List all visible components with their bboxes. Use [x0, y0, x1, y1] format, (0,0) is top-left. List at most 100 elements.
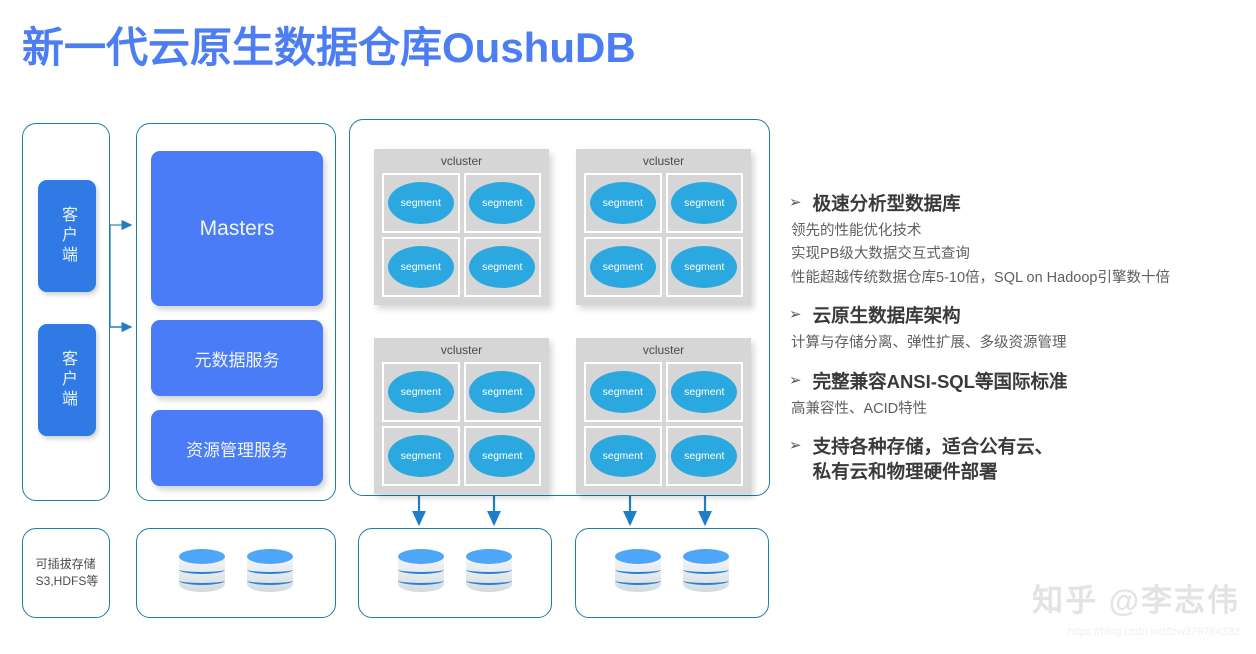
segment-node[interactable]: segment	[387, 246, 454, 288]
segment-cell[interactable]: segment	[584, 237, 662, 297]
segment-cell[interactable]: segment	[463, 362, 541, 422]
database-ring	[466, 565, 512, 574]
storage-label-line-1: 可插拔存储	[35, 556, 96, 571]
database-top	[683, 549, 729, 564]
database-ring	[615, 565, 661, 574]
segment-cell[interactable]: segment	[463, 173, 541, 233]
segment-node[interactable]: segment	[589, 182, 656, 224]
vcluster-label: vcluster	[440, 343, 483, 357]
database-ring	[466, 576, 512, 585]
segment-node[interactable]: segment	[671, 371, 738, 413]
database-pair	[576, 529, 768, 617]
feature-detail-lines: 高兼容性、ACID特性	[791, 398, 1249, 421]
segment-node[interactable]: segment	[589, 435, 656, 477]
metadata-service-box[interactable]: 元数据服务	[151, 320, 323, 396]
storage-group-2	[358, 528, 552, 618]
storage-label-line-2: S3,HDFS等	[35, 574, 99, 588]
feature-item-3: ➢ 支持各种存储，适合公有云、 私有云和物理硬件部署	[789, 435, 1249, 485]
segment-grid: segment segment segment segment	[382, 173, 541, 297]
feature-item-2: ➢ 完整兼容ANSI-SQL等国际标准 高兼容性、ACID特性	[789, 370, 1249, 421]
resource-management-service-box[interactable]: 资源管理服务	[151, 410, 323, 486]
segment-node[interactable]: segment	[469, 246, 536, 288]
feature-detail-lines: 领先的性能优化技术 实现PB级大数据交互式查询 性能超越传统数据仓库5-10倍，…	[791, 220, 1249, 290]
vcluster-label: vcluster	[642, 343, 685, 357]
segment-node[interactable]: segment	[387, 435, 454, 477]
database-top	[466, 549, 512, 564]
segment-cell[interactable]: segment	[382, 173, 460, 233]
database-ring	[398, 565, 444, 574]
feature-title: 完整兼容ANSI-SQL等国际标准	[812, 370, 1068, 392]
feature-title: 极速分析型数据库	[812, 193, 961, 214]
segment-node[interactable]: segment	[589, 371, 656, 413]
arrow-bullet-icon: ➢	[789, 371, 802, 389]
vcluster-2[interactable]: vcluster segment segment segment segment	[374, 338, 549, 494]
database-ring	[398, 576, 444, 585]
database-ring	[615, 576, 661, 585]
feature-heading: ➢ 云原生数据库架构	[789, 304, 1249, 329]
segment-node[interactable]: segment	[589, 246, 656, 288]
database-icon	[179, 549, 225, 597]
segment-cell[interactable]: segment	[665, 426, 743, 486]
feature-detail-line: 性能超越传统数据仓库5-10倍，SQL on Hadoop引擎数十倍	[791, 269, 1170, 286]
watermark-url: https://blog.csdn.net/lzw379784332	[1067, 626, 1240, 638]
client-box-1[interactable]: 客户端	[38, 180, 96, 292]
vcluster-0[interactable]: vcluster segment segment segment segment	[374, 149, 549, 305]
segment-cell[interactable]: segment	[382, 237, 460, 297]
storage-group-1	[136, 528, 336, 618]
segment-node[interactable]: segment	[387, 371, 454, 413]
masters-box[interactable]: Masters	[151, 151, 323, 306]
storage-group-3	[575, 528, 769, 618]
database-ring	[247, 576, 293, 585]
database-ring	[179, 576, 225, 585]
database-pair	[359, 529, 551, 617]
feature-heading: ➢ 支持各种存储，适合公有云、 私有云和物理硬件部署	[789, 435, 1249, 485]
segment-node[interactable]: segment	[387, 182, 454, 224]
database-icon	[398, 549, 444, 597]
segment-cell[interactable]: segment	[382, 426, 460, 486]
database-pair	[137, 529, 335, 617]
segment-node[interactable]: segment	[671, 435, 738, 477]
database-ring	[179, 565, 225, 574]
watermark: 知乎 @李志伟	[1032, 583, 1240, 618]
database-icon	[466, 549, 512, 597]
segment-cell[interactable]: segment	[382, 362, 460, 422]
vcluster-panel: vcluster segment segment segment segment…	[349, 119, 770, 496]
segment-cell[interactable]: segment	[584, 173, 662, 233]
pluggable-storage-label: 可插拔存储 S3,HDFS等	[34, 556, 99, 591]
pluggable-storage-label-panel: 可插拔存储 S3,HDFS等	[22, 528, 110, 618]
segment-cell[interactable]: segment	[665, 362, 743, 422]
client-box-2[interactable]: 客户端	[38, 324, 96, 436]
segment-cell[interactable]: segment	[463, 237, 541, 297]
arrow-bullet-icon: ➢	[789, 194, 802, 211]
segment-cell[interactable]: segment	[584, 362, 662, 422]
database-ring	[683, 576, 729, 585]
segment-node[interactable]: segment	[469, 371, 536, 413]
segment-node[interactable]: segment	[671, 246, 738, 288]
segment-cell[interactable]: segment	[665, 173, 743, 233]
database-top	[247, 549, 293, 564]
feature-item-1: ➢ 云原生数据库架构 计算与存储分离、弹性扩展、多级资源管理	[789, 304, 1249, 355]
feature-title: 云原生数据库架构	[812, 305, 961, 327]
feature-detail-line: 实现PB级大数据交互式查询	[791, 246, 970, 263]
segment-cell[interactable]: segment	[463, 426, 541, 486]
segment-grid: segment segment segment segment	[382, 362, 541, 486]
feature-detail-line: 计算与存储分离、弹性扩展、多级资源管理	[791, 335, 1067, 352]
database-top	[398, 549, 444, 564]
vcluster-1[interactable]: vcluster segment segment segment segment	[576, 149, 751, 305]
feature-heading: ➢ 完整兼容ANSI-SQL等国际标准	[789, 370, 1249, 395]
arrow-bullet-icon: ➢	[789, 306, 802, 324]
segment-node[interactable]: segment	[671, 182, 738, 224]
feature-detail-lines: 计算与存储分离、弹性扩展、多级资源管理	[791, 332, 1249, 355]
database-ring	[247, 565, 293, 574]
segment-node[interactable]: segment	[469, 182, 536, 224]
arrow-bullet-icon: ➢	[789, 437, 802, 455]
feature-detail-line: 领先的性能优化技术	[791, 222, 922, 239]
vcluster-3[interactable]: vcluster segment segment segment segment	[576, 338, 751, 494]
segment-cell[interactable]: segment	[584, 426, 662, 486]
segment-node[interactable]: segment	[469, 435, 536, 477]
segment-cell[interactable]: segment	[665, 237, 743, 297]
vcluster-label: vcluster	[440, 154, 483, 168]
database-icon	[615, 549, 661, 597]
page-title: 新一代云原生数据仓库OushuDB	[22, 24, 636, 71]
